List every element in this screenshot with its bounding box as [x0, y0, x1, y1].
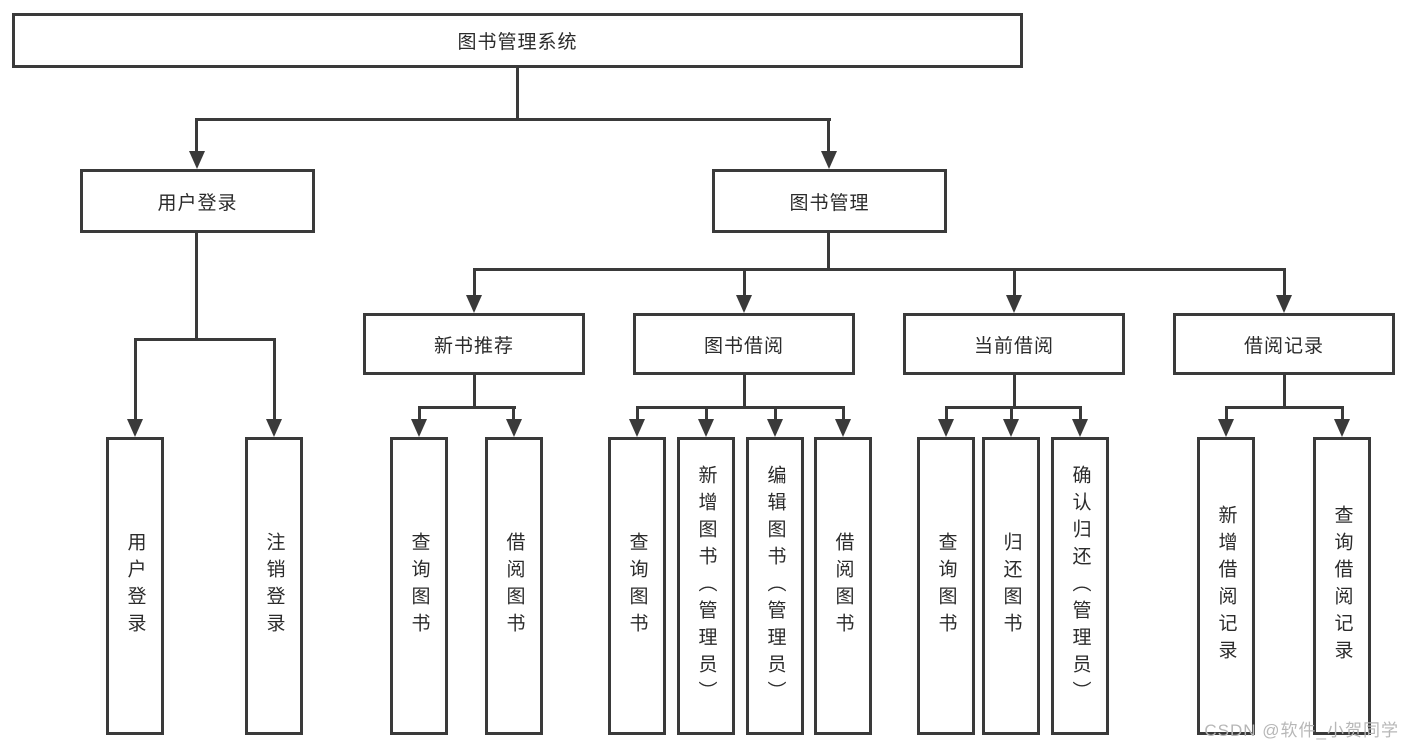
leaf-edit-book-admin: 编辑图书（管理员） — [746, 437, 804, 735]
connector-currentborrow-stem — [1013, 375, 1016, 409]
connector-drop-leaf — [1225, 406, 1228, 421]
arrow-down-icon — [821, 151, 837, 169]
leaf-add-borrow-record: 新增借阅记录 — [1197, 437, 1255, 735]
arrow-down-icon — [411, 419, 427, 437]
node-new-book-recommend: 新书推荐 — [363, 313, 585, 375]
connector-drop-leaf — [636, 406, 639, 421]
connector-bookmgmt-rail — [473, 268, 1286, 271]
arrow-down-icon — [1003, 419, 1019, 437]
arrow-down-icon — [736, 295, 752, 313]
connector-borrowrecord-stem — [1283, 375, 1286, 409]
connector-root-stem — [516, 68, 519, 121]
arrow-down-icon — [629, 419, 645, 437]
arrow-down-icon — [698, 419, 714, 437]
connector-drop-book-borrow — [743, 268, 746, 297]
connector-bookborrow-rail — [636, 406, 845, 409]
connector-drop-user-login — [195, 118, 198, 153]
leaf-return-book: 归还图书 — [982, 437, 1040, 735]
leaf-query-book-recommend: 查询图书 — [390, 437, 448, 735]
arrow-down-icon — [1218, 419, 1234, 437]
connector-userlogin-rail — [134, 338, 276, 341]
arrow-down-icon — [189, 151, 205, 169]
connector-drop-leaf — [418, 406, 421, 421]
leaf-query-book: 查询图书 — [608, 437, 666, 735]
leaf-user-login: 用户登录 — [106, 437, 164, 735]
arrow-down-icon — [1006, 295, 1022, 313]
connector-drop-leaf — [273, 338, 276, 421]
leaf-borrow-book: 借阅图书 — [814, 437, 872, 735]
connector-drop-borrow-record — [1283, 268, 1286, 297]
connector-drop-leaf — [774, 406, 777, 421]
arrow-down-icon — [767, 419, 783, 437]
arrow-down-icon — [938, 419, 954, 437]
arrow-down-icon — [835, 419, 851, 437]
arrow-down-icon — [1276, 295, 1292, 313]
leaf-confirm-return-admin: 确认归还（管理员） — [1051, 437, 1109, 735]
connector-drop-leaf — [134, 338, 137, 421]
node-book-borrow: 图书借阅 — [633, 313, 855, 375]
leaf-logout: 注销登录 — [245, 437, 303, 735]
arrow-down-icon — [127, 419, 143, 437]
node-user-login: 用户登录 — [80, 169, 315, 233]
connector-bookborrow-stem — [743, 375, 746, 409]
arrow-down-icon — [466, 295, 482, 313]
connector-drop-leaf — [842, 406, 845, 421]
connector-newbook-stem — [473, 375, 476, 409]
connector-userlogin-stem — [195, 233, 198, 341]
arrow-down-icon — [1334, 419, 1350, 437]
connector-drop-leaf — [1010, 406, 1013, 421]
connector-drop-new-book — [473, 268, 476, 297]
connector-drop-leaf — [1079, 406, 1082, 421]
node-current-borrow: 当前借阅 — [903, 313, 1125, 375]
connector-drop-current-borrow — [1013, 268, 1016, 297]
leaf-query-current: 查询图书 — [917, 437, 975, 735]
connector-newbook-rail — [418, 406, 516, 409]
connector-drop-leaf — [1341, 406, 1344, 421]
leaf-borrow-book-recommend: 借阅图书 — [485, 437, 543, 735]
leaf-query-borrow-record: 查询借阅记录 — [1313, 437, 1371, 735]
arrow-down-icon — [266, 419, 282, 437]
watermark: CSDN @软件_小贺同学 — [1204, 721, 1399, 740]
connector-currentborrow-rail — [945, 406, 1082, 409]
connector-borrowrecord-rail — [1225, 406, 1344, 409]
leaf-add-book-admin: 新增图书（管理员） — [677, 437, 735, 735]
arrow-down-icon — [1072, 419, 1088, 437]
arrow-down-icon — [506, 419, 522, 437]
connector-drop-leaf — [512, 406, 515, 421]
node-borrow-record: 借阅记录 — [1173, 313, 1395, 375]
connector-root-rail — [196, 118, 831, 121]
node-book-management: 图书管理 — [712, 169, 947, 233]
connector-drop-leaf — [705, 406, 708, 421]
connector-bookmgmt-stem — [827, 233, 830, 271]
connector-drop-leaf — [945, 406, 948, 421]
connector-drop-book-mgmt — [827, 118, 830, 153]
node-root: 图书管理系统 — [12, 13, 1023, 68]
